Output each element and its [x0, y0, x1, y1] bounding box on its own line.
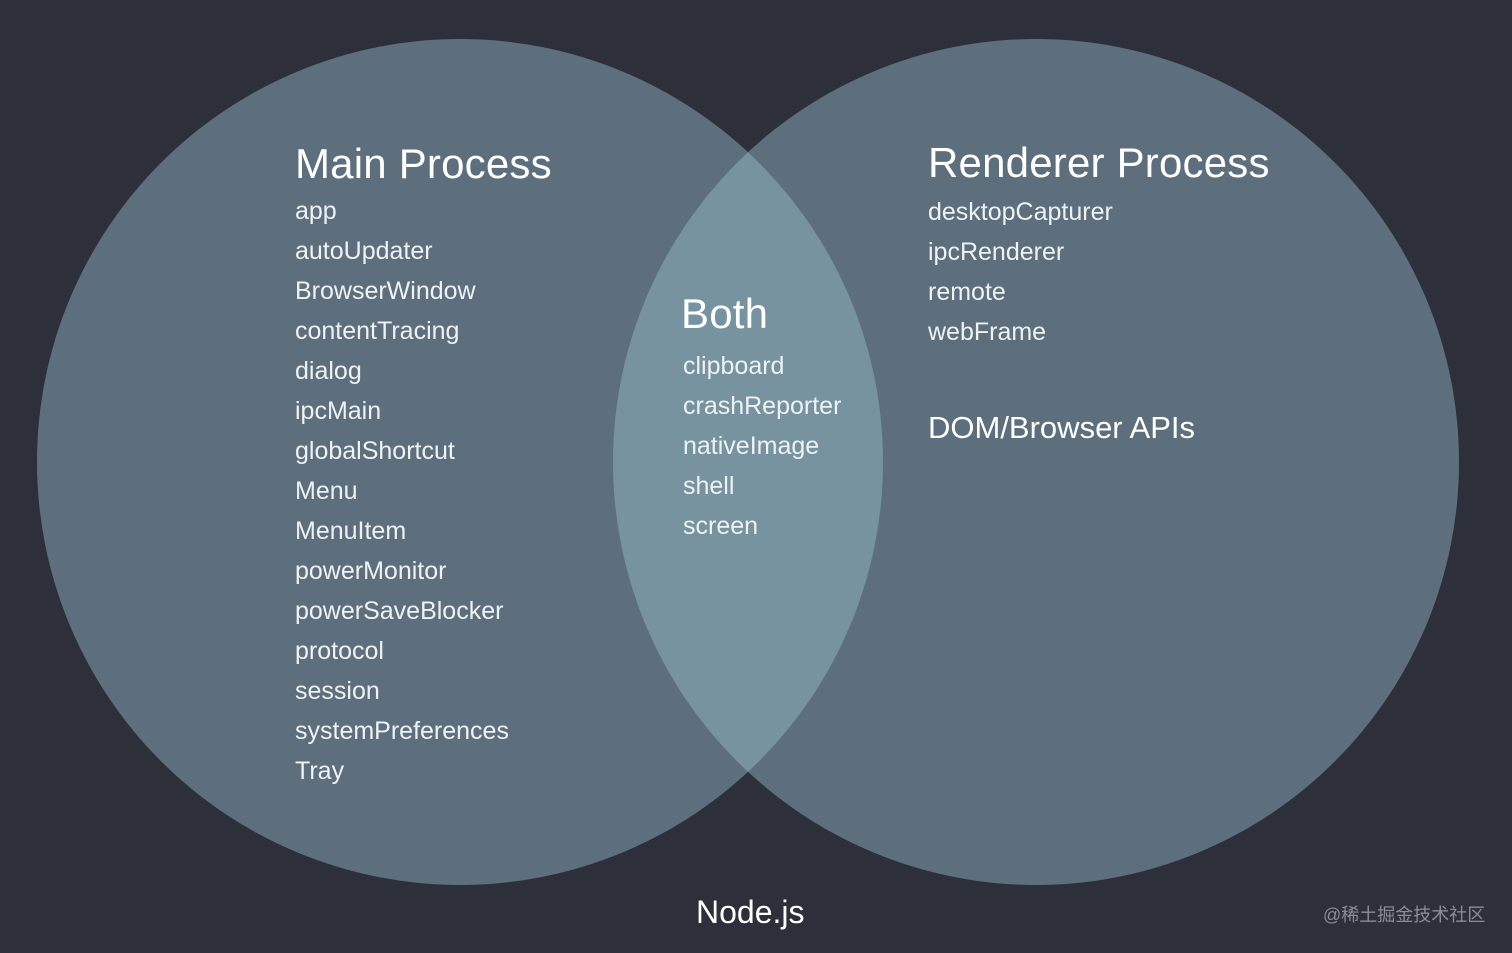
main-process-api-item: BrowserWindow: [295, 277, 476, 305]
renderer-process-api-list: desktopCapturer ipcRenderer remote webFrame: [928, 192, 1113, 352]
shared-api-item: shell: [683, 472, 735, 500]
main-process-api-item: systemPreferences: [295, 717, 509, 745]
renderer-process-api-item: desktopCapturer: [928, 198, 1113, 226]
renderer-process-api-item: webFrame: [928, 318, 1047, 346]
main-process-api-item: powerMonitor: [295, 557, 447, 585]
shared-api-list: clipboard crashReporter nativeImage shell sc…: [683, 346, 841, 546]
main-process-api-item: ipcMain: [295, 397, 382, 425]
watermark: @稀土掘金技术社区: [1323, 905, 1486, 925]
main-process-api-item: globalShortcut: [295, 437, 455, 465]
both-title: Both: [681, 290, 769, 337]
main-process-api-item: contentTracing: [295, 317, 460, 345]
shared-api-item: clipboard: [683, 352, 785, 380]
main-process-api-item: Menu: [295, 477, 358, 505]
both-intersection: [613, 39, 883, 885]
main-process-api-item: powerSaveBlocker: [295, 597, 504, 625]
main-process-title: Main Process: [295, 140, 552, 187]
main-process-api-item: MenuItem: [295, 517, 407, 545]
main-process-api-item: autoUpdater: [295, 237, 433, 265]
shared-api-item: nativeImage: [683, 432, 820, 460]
main-process-api-item: protocol: [295, 637, 384, 665]
main-process-api-item: dialog: [295, 357, 362, 385]
dom-browser-apis-label: DOM/Browser APIs: [928, 410, 1195, 445]
shared-api-item: crashReporter: [683, 392, 842, 420]
main-process-api-item: app: [295, 197, 337, 225]
nodejs-label: Node.js: [696, 894, 805, 930]
renderer-process-api-item: remote: [928, 278, 1006, 306]
main-process-api-item: Tray: [295, 757, 345, 785]
shared-api-item: screen: [683, 512, 759, 540]
main-process-api-item: session: [295, 677, 380, 705]
renderer-process-api-item: ipcRenderer: [928, 238, 1065, 266]
renderer-process-title: Renderer Process: [928, 139, 1270, 186]
